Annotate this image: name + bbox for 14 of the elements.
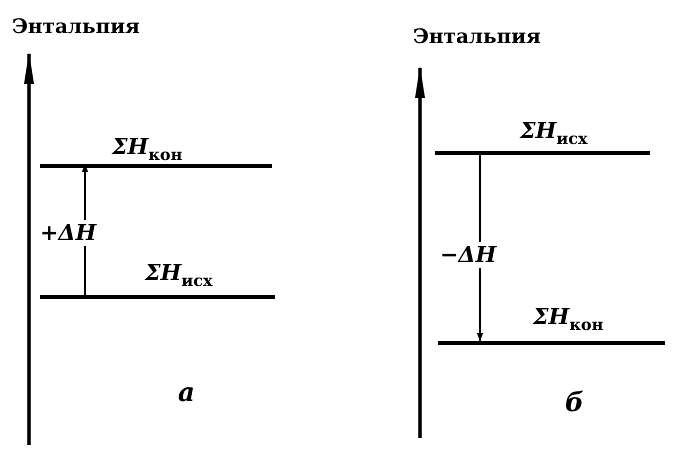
axis-label: Энтальпия [12,16,140,36]
panel-label: а [178,380,195,406]
level-label: ΣH$_{исх}$ [145,262,212,289]
edge-label: −ΔH [440,242,496,268]
edge-label: +ΔH [40,220,96,246]
axis-label: Энтальпия [413,26,541,46]
level-label: ΣH$_{кон}$ [112,136,182,163]
panel-label: б [565,390,584,416]
level-label: ΣH$_{кон}$ [533,306,604,333]
level-label: ΣH$_{исх}$ [520,120,588,147]
energy-level [40,262,275,299]
energy-level [40,136,272,168]
energy-level [435,120,650,155]
energy-level [438,306,665,345]
